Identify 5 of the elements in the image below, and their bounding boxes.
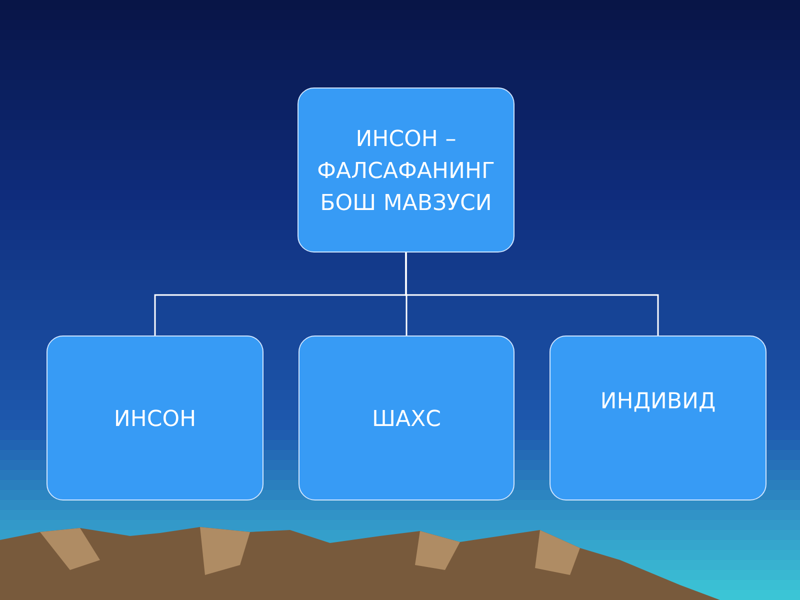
box: ШАХС — [298, 336, 514, 500]
box: ИНСОН – ФАЛСАФАНИНГ БОШ МАВЗУСИ — [298, 88, 514, 252]
box: ИНСОН — [46, 336, 264, 500]
box: ИНДИВИД — [550, 336, 766, 500]
connector-line — [405, 252, 659, 336]
